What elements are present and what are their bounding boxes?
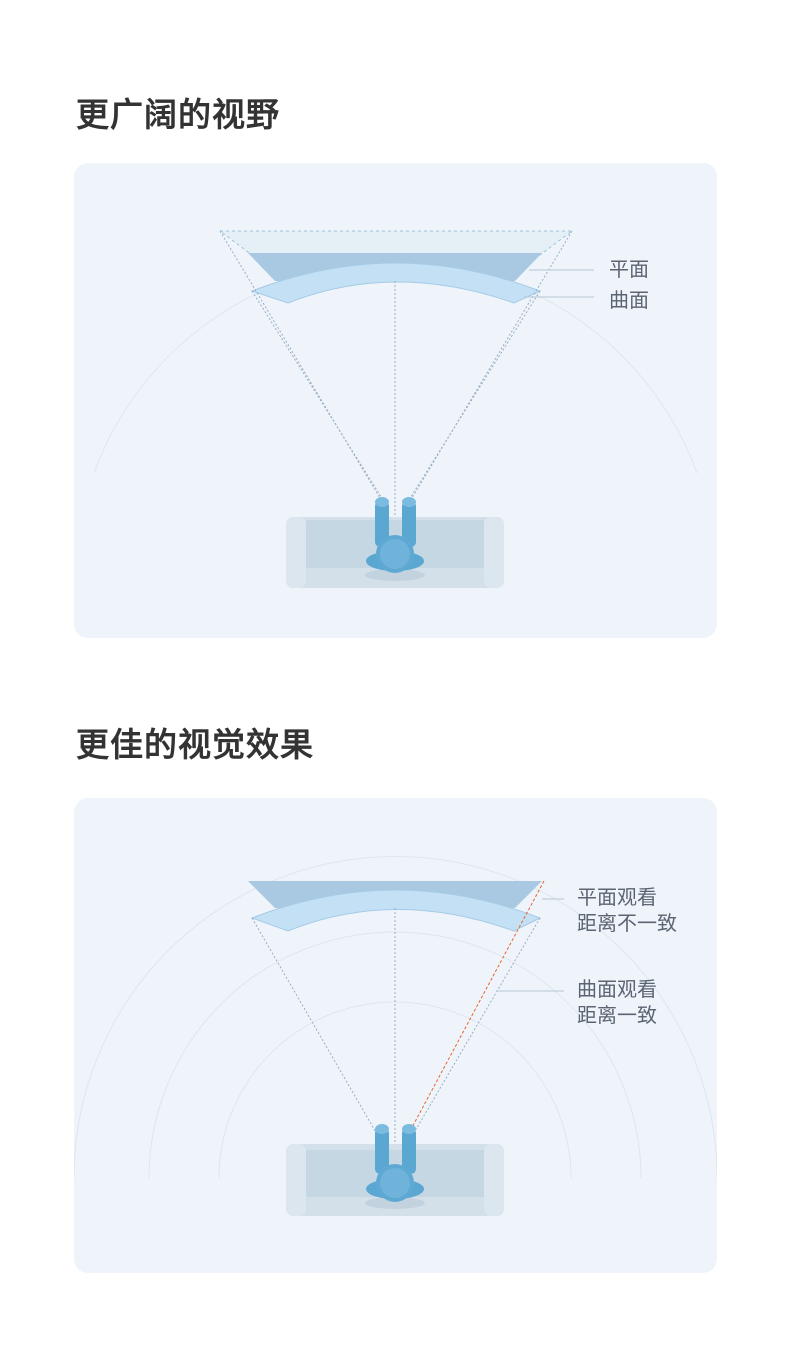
flat-distance-line xyxy=(400,880,545,1149)
section-title-better-visual: 更佳的视觉效果 xyxy=(76,725,314,764)
sight-lines xyxy=(219,230,573,533)
viewer-figure xyxy=(365,497,425,581)
label-curved: 曲面 xyxy=(609,288,649,312)
label-curved-line2: 距离一致 xyxy=(577,1003,657,1027)
sight-lines xyxy=(251,908,541,1178)
label-curved-line1: 曲面观看 xyxy=(577,977,657,1001)
diagram-panel-field-of-view: 平面 曲面 xyxy=(74,163,717,638)
section-title-wider-view: 更广阔的视野 xyxy=(76,95,280,134)
label-flat-line2: 距离不一致 xyxy=(577,911,677,935)
label-flat-line1: 平面观看 xyxy=(577,885,657,909)
diagram-panel-viewing-distance: 平面观看 距离不一致 曲面观看 距离一致 xyxy=(74,798,717,1273)
viewing-distance-diagram xyxy=(74,856,717,1216)
label-flat: 平面 xyxy=(609,257,649,281)
viewer-figure xyxy=(365,1124,425,1209)
field-of-view-diagram xyxy=(93,230,698,588)
extended-flat-frame xyxy=(218,230,574,256)
